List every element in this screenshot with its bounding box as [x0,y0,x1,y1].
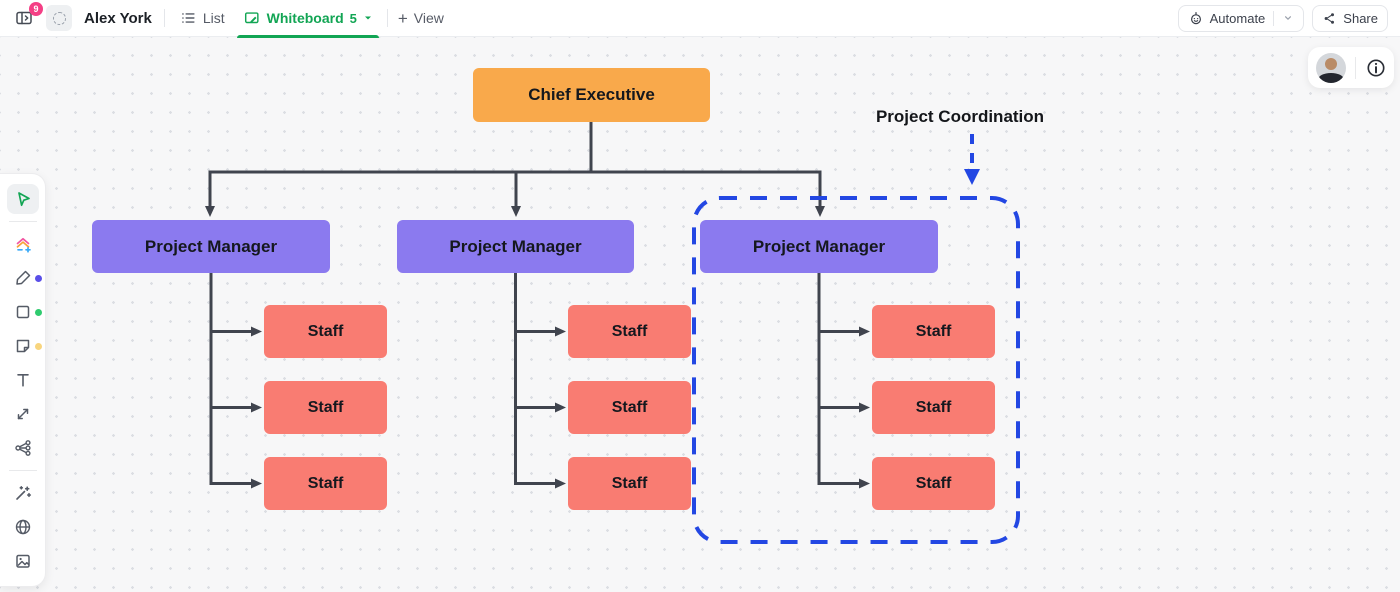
square-icon [16,305,29,319]
annotation-project-coordination[interactable]: Project Coordination [875,107,1045,126]
mind-map-tool[interactable] [7,433,39,463]
info-icon[interactable] [1365,57,1387,79]
automate-button[interactable]: Automate [1177,4,1305,32]
ai-wand-tool[interactable] [7,478,39,508]
cursor-icon [17,192,30,207]
org-node-staff[interactable]: Staff [872,381,995,434]
org-node-chief-executive[interactable]: Chief Executive [473,68,710,122]
image-icon [15,554,30,568]
whiteboard-icon [244,12,259,24]
pen-icon [15,270,30,285]
share-label: Share [1343,10,1378,26]
chevron-down-icon[interactable] [1282,12,1294,24]
connector-tool[interactable] [7,399,39,429]
pen-color-dot [34,274,42,282]
org-node-staff[interactable]: Staff [872,305,995,358]
org-node-staff[interactable]: Staff [264,457,387,510]
notification-badge: 9 [29,2,43,16]
sticky-note-tool[interactable] [7,331,42,361]
image-tool[interactable] [7,546,39,576]
automate-label: Automate [1209,10,1266,26]
active-tab-underline [236,34,379,38]
coordination-dashed-frame [692,196,1020,544]
templates-icon [16,237,31,253]
plus-icon: + [397,8,408,28]
workspace-title: Alex York [84,9,152,27]
sticky-color-dot [34,342,42,350]
divider [1354,56,1356,79]
top-bar: 9 Alex York List Whiteboard 5 + View [0,0,1400,38]
collaborator-panel [1308,47,1394,88]
tab-list[interactable]: List [175,0,229,37]
org-node-staff[interactable]: Staff [264,305,387,358]
divider [1273,10,1275,26]
org-node-staff[interactable]: Staff [568,457,691,510]
shape-tool[interactable] [7,297,42,327]
org-node-staff[interactable]: Staff [568,305,691,358]
divider [386,9,388,27]
org-node-staff[interactable]: Staff [264,381,387,434]
chevron-down-icon [364,16,371,20]
org-node-project-manager-2[interactable]: Project Manager [397,220,634,273]
connector-arrows-icon [17,408,28,420]
select-tool[interactable] [6,184,39,214]
org-node-project-manager-1[interactable]: Project Manager [92,220,330,273]
text-tool[interactable] [7,365,39,395]
robot-icon [1190,12,1201,25]
sidebar-toggle-icon[interactable]: 9 [12,2,43,30]
tab-list-label: List [202,10,225,26]
share-button[interactable]: Share [1312,4,1388,32]
sticky-note-icon [16,339,29,353]
loading-spinner-icon [46,5,72,31]
globe-icon [15,519,30,535]
web-embed-tool[interactable] [7,512,39,542]
pen-tool[interactable] [7,263,42,293]
add-view-label: View [413,10,444,26]
divider [163,9,165,27]
divider [8,221,37,222]
divider [8,470,37,471]
tab-whiteboard[interactable]: Whiteboard 5 [236,0,379,38]
whiteboard-toolbar [0,173,46,587]
org-node-staff[interactable]: Staff [568,381,691,434]
mind-map-icon [14,440,31,456]
magic-wand-icon [15,486,31,500]
connector-lines [205,120,1020,544]
org-node-staff[interactable]: Staff [872,457,995,510]
share-icon [1324,12,1335,24]
tab-whiteboard-label: Whiteboard [266,10,344,26]
whiteboard-canvas[interactable]: Chief Executive Project Manager Project … [0,37,1400,592]
avatar[interactable] [1315,52,1346,83]
list-icon [181,13,195,23]
text-icon [16,374,29,387]
shape-color-dot [34,308,42,316]
add-view-button[interactable]: + View [398,10,444,27]
tab-whiteboard-count: 5 [349,10,357,26]
templates-tool[interactable] [7,229,39,259]
org-node-project-manager-3[interactable]: Project Manager [700,220,938,273]
